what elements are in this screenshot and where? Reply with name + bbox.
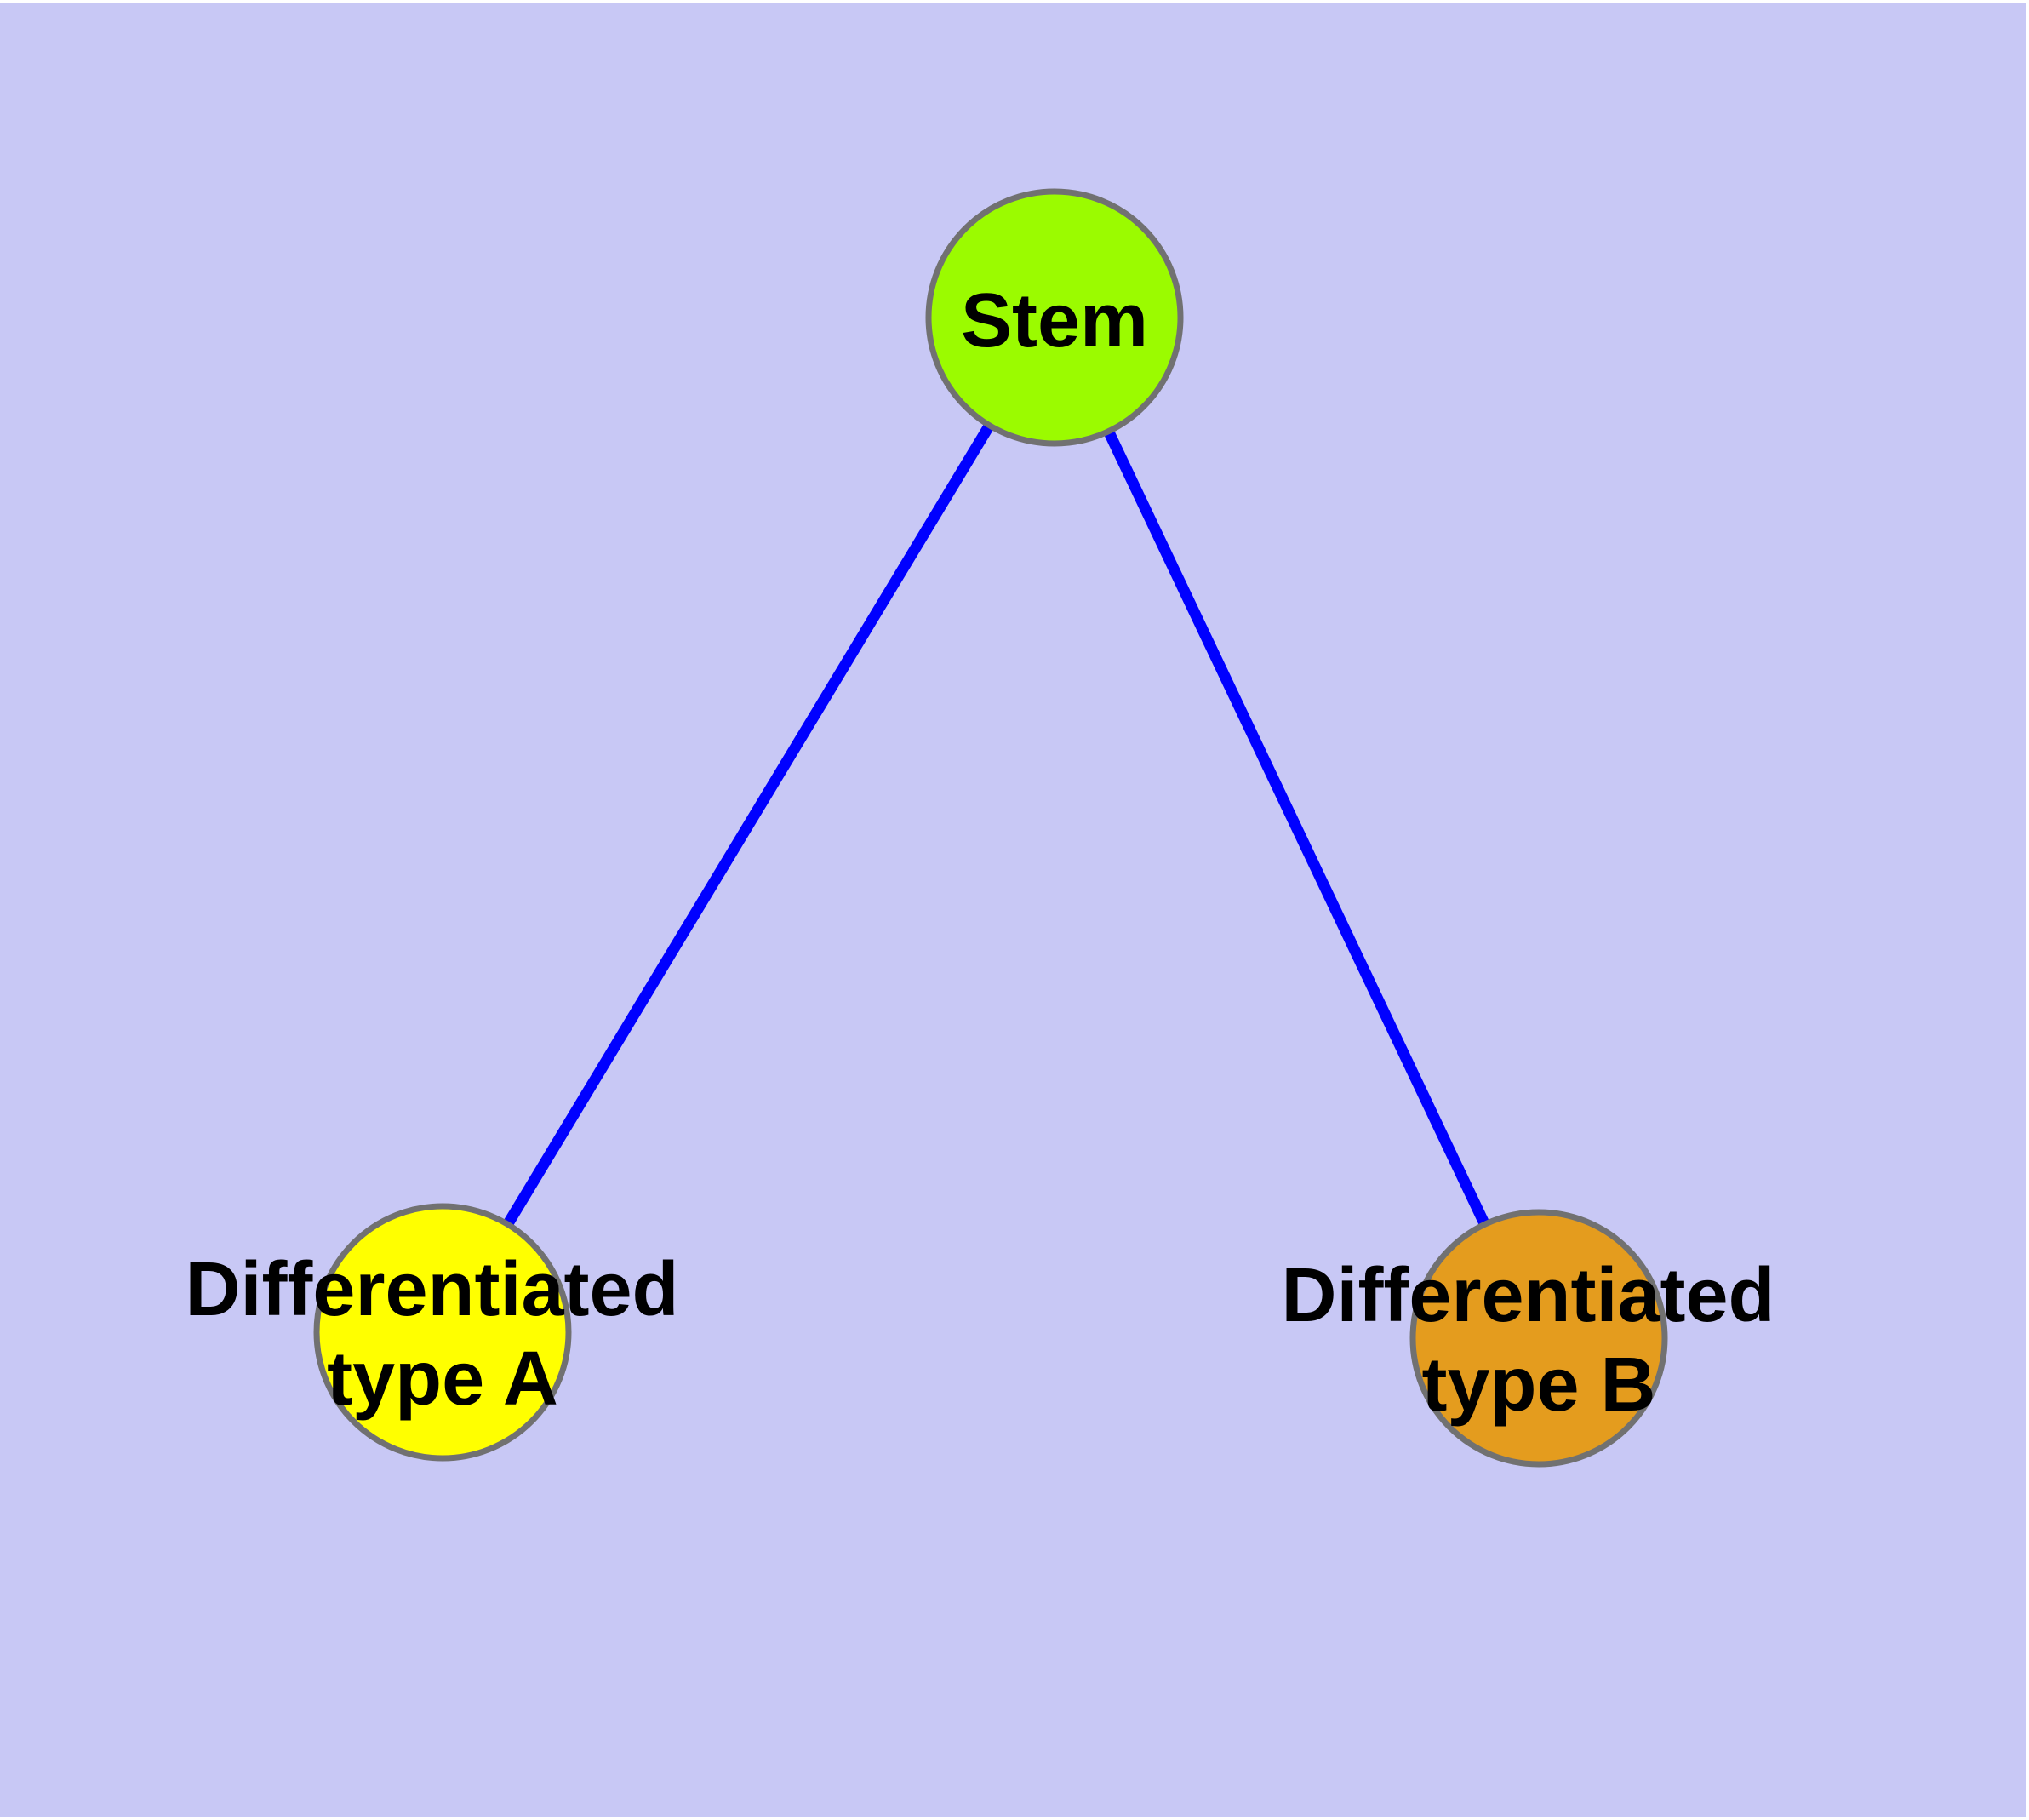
- node-label-differentiated-type-b: Differentiated type B: [1281, 1253, 1796, 1428]
- node-label-type-b-line2: type B: [1421, 1342, 1655, 1428]
- edge-stem-to-type-b: [1049, 315, 1544, 1341]
- edge-stem-to-type-a: [437, 314, 1060, 1336]
- node-differentiated-type-b: [1409, 1209, 1668, 1468]
- node-label-stem: Stem: [961, 278, 1148, 363]
- node-differentiated-type-a: [313, 1203, 572, 1462]
- node-label-stem-line1: Stem: [961, 278, 1148, 363]
- node-label-type-a-line2: type A: [327, 1336, 558, 1422]
- node-stem: [925, 188, 1184, 447]
- node-label-type-a-line1: Differentiated: [185, 1247, 678, 1332]
- node-label-type-b-line1: Differentiated: [1281, 1253, 1775, 1338]
- node-label-differentiated-type-a: Differentiated type A: [185, 1247, 700, 1422]
